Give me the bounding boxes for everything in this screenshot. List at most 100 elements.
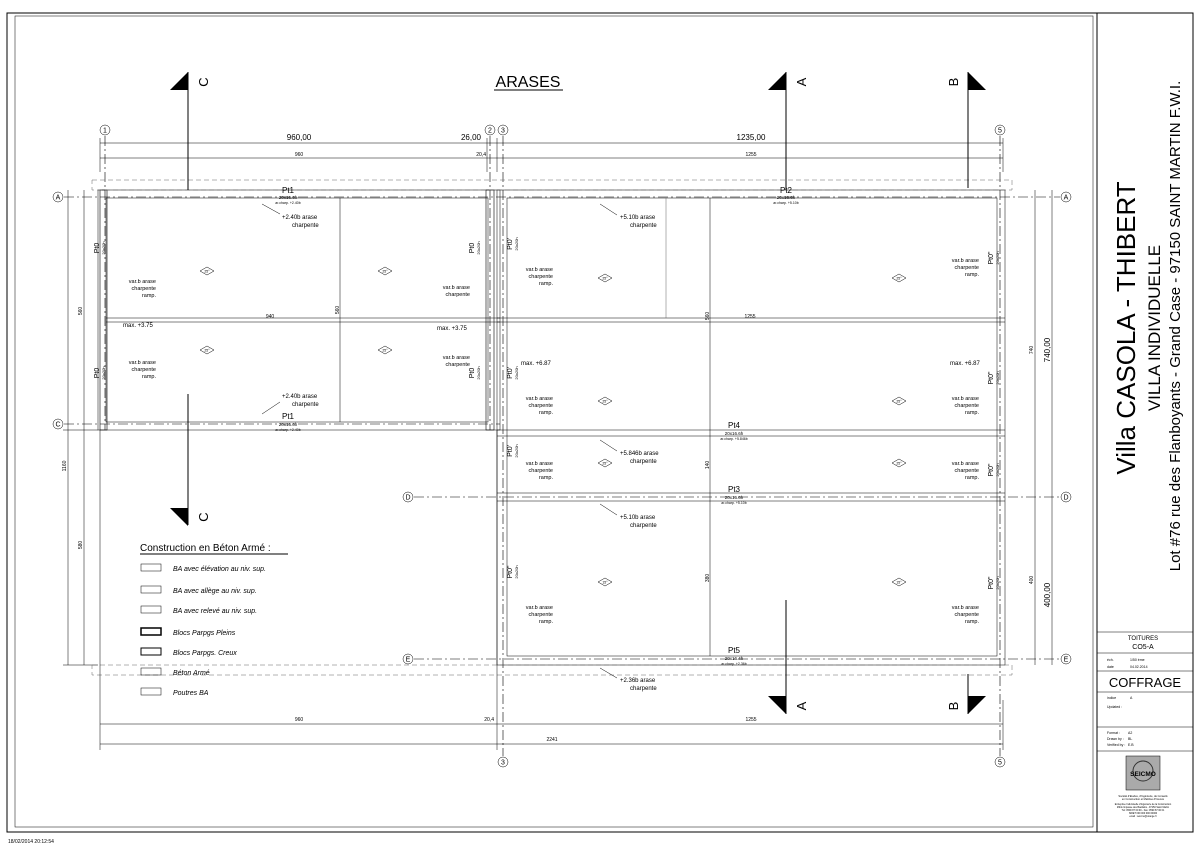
pt0p-right-3: Pt0' [507, 445, 514, 457]
addr-line-2: 26bis Impasse des Baobabs - 97150 Saint … [1117, 806, 1170, 809]
pt0p-right-1: Pt0' [507, 238, 514, 250]
var-m2-b: charpente [446, 362, 470, 368]
var-f2-c: ramp. [965, 410, 980, 416]
axis-label-1: 1 [103, 128, 107, 135]
slope-text: 25° [602, 276, 608, 280]
arase-notes: +2.40b arase charpente +2.40b arase char… [123, 215, 981, 692]
pt0-left-upper-size: 20x20h [101, 241, 106, 254]
var-l1-b: charpente [132, 286, 156, 292]
var-f1-b: charpente [955, 265, 979, 271]
leader-240-top [261, 203, 281, 215]
axis-label-3: 3 [501, 128, 505, 135]
var-f2-b: charpente [955, 403, 979, 409]
dim-bot-20: 20,4 [484, 717, 494, 723]
var-f3-c: ramp. [965, 475, 980, 481]
slope-text: 15° [602, 580, 608, 584]
var-r2-c: ramp. [539, 410, 554, 416]
beam-pt1-bottom-size: 20x16.6h [279, 422, 298, 427]
dim-small-20: 20,4 [476, 152, 486, 158]
var-r2-b: charpente [529, 403, 553, 409]
note-5846: +5.846b arase [620, 451, 659, 457]
beam-pt5-size: 20x16.4h [725, 656, 744, 661]
legend-swatch-elevation [140, 563, 162, 572]
leader-510-mid [599, 503, 618, 516]
dim-bot-total: 2241 [546, 737, 557, 743]
section-C-arrow-bottom [170, 508, 188, 526]
axis-bubble-5-bottom [994, 756, 1006, 768]
section-A-arrow-bottom [768, 696, 786, 714]
slope-marker: 15° [891, 577, 907, 587]
indice-label: indice [1107, 696, 1116, 700]
slope-text: 25° [382, 269, 388, 273]
note-max375-mid: max. +3.75 [437, 326, 468, 332]
legend-item-releve: BA avec relevé au niv. sup. [173, 608, 257, 615]
dim-left-580: 580 [78, 541, 84, 550]
pt0-mid-lower: Pt0 [469, 368, 476, 379]
section-B-label-bottom: B [946, 702, 961, 711]
section-A-arrow-top [768, 72, 786, 90]
dim-mid-940: 940 [266, 314, 275, 320]
axis-bubble-D-mid [402, 491, 414, 503]
axis-bubble-5 [994, 124, 1006, 136]
note-510-top-2: charpente [630, 223, 657, 229]
axis-label-D-mid: D [405, 495, 410, 502]
dim-left-560: 560 [78, 307, 84, 316]
pt0pp-right-4: Pt0" [507, 565, 514, 579]
pt0-left-upper: Pt0 [94, 243, 101, 254]
var-l1-a: var.b arase [129, 279, 156, 285]
axis-bubble-E-mid [402, 653, 414, 665]
note-max687-left: max. +6.87 [521, 361, 552, 367]
axis-bubble-3 [497, 124, 509, 136]
roof-overhang-bottom [91, 664, 1013, 676]
document-name: COFFRAGE [1109, 675, 1182, 690]
slope-text: 25° [896, 276, 902, 280]
slope-text: 25° [382, 348, 388, 352]
sheet-code: CO5-A [1132, 644, 1154, 651]
section-C-label-top: C [196, 77, 211, 86]
inner-frame [14, 15, 1094, 828]
pt0pp-far-1: Pt0" [988, 251, 995, 265]
pt0-left-lower-size: 20x20h [101, 366, 106, 379]
right-block-inner [506, 197, 998, 657]
var-m1-a: var.b arase [443, 285, 470, 291]
note-240-bot: +2.40b arase [282, 394, 318, 400]
axis-label-3-bottom: 3 [501, 760, 505, 767]
section-C-arrow-top [170, 72, 188, 90]
dim-top-960: 960,00 [287, 133, 312, 142]
beam-pt4-size: 20x16.6h [725, 431, 744, 436]
legend-swatch-releve [140, 605, 162, 614]
leader-236 [599, 667, 618, 679]
axis-label-C-left: C [55, 422, 60, 429]
slope-marker: 25° [377, 266, 393, 276]
dim-small-1255: 1255 [745, 152, 756, 158]
var-f3-b: charpente [955, 468, 979, 474]
legend-item-elevation: BA avec élévation au niv. sup. [173, 566, 266, 573]
var-f4-a: var.b arase [952, 605, 979, 611]
beam-pt2: Pt2 [780, 186, 793, 195]
format-label: Format : [1107, 731, 1120, 735]
indice-value: A [1130, 696, 1133, 700]
pt0-mid-upper: Pt0 [469, 243, 476, 254]
legend-swatch-poutres [140, 687, 162, 696]
beam-pt3: Pt3 [728, 485, 741, 494]
slope-marker: 25° [377, 345, 393, 355]
pt0pp-right-4-size: 20x20h [514, 565, 519, 578]
var-r3-a: var.b arase [526, 461, 553, 467]
slope-text: 25° [204, 269, 210, 273]
project-title: Villa CASOLA - THIBERT [1111, 181, 1141, 474]
var-m1-b: charpente [446, 292, 470, 298]
slope-text: 25° [204, 348, 210, 352]
project-address: Lot #76 rue des Flanboyants - Grand Case… [1167, 81, 1184, 572]
note-max375-left: max. +3.75 [123, 323, 154, 329]
legend-title: Construction en Béton Armé : [140, 543, 271, 554]
var-f1-c: ramp. [965, 272, 980, 278]
legend-item-pleins: Blocs Parpgs Pleins [173, 630, 236, 637]
logo-text: SEICMO [1130, 771, 1156, 778]
axis-label-A-left: A [56, 195, 61, 202]
axis-bubble-2 [484, 124, 496, 136]
